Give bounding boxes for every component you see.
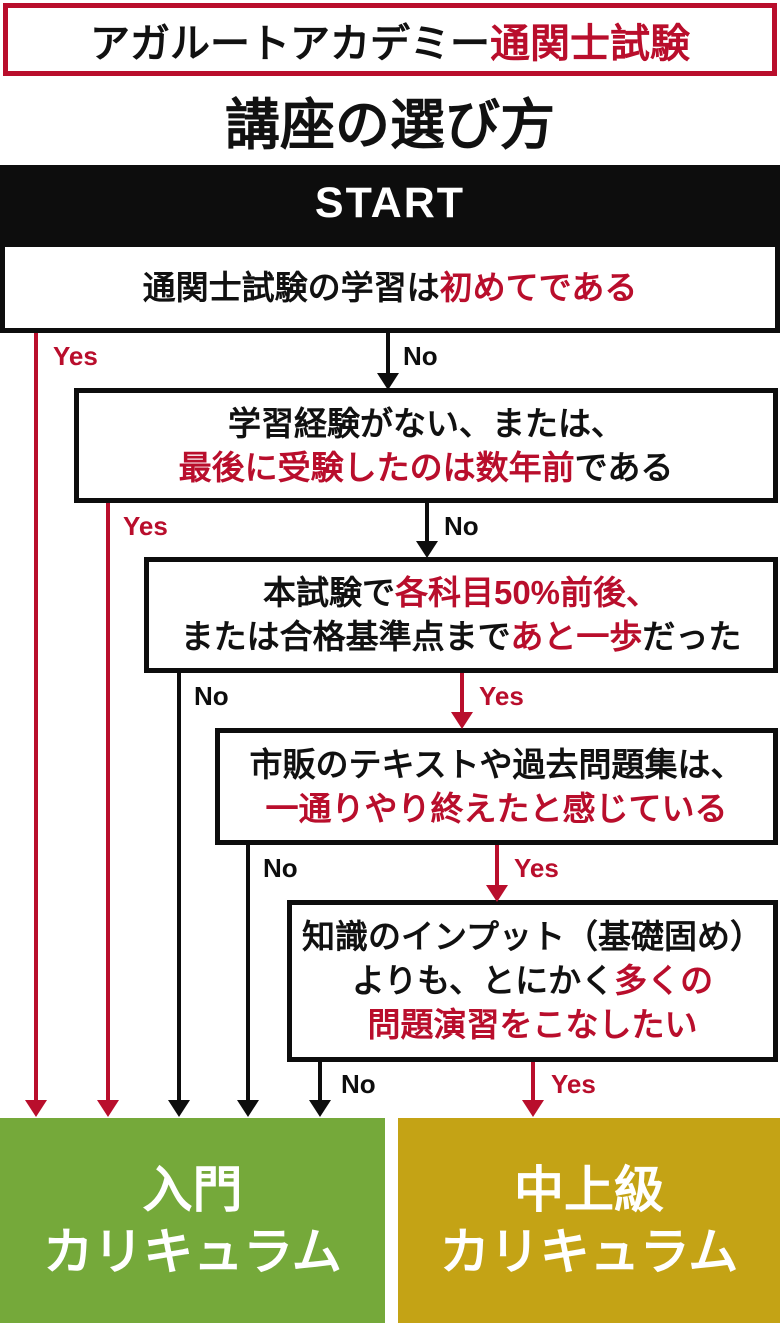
arrowhead-yes-q3 <box>451 712 473 729</box>
question-text-line: 知識のインプット（基礎固め） <box>301 918 763 955</box>
arrowhead-no-q3 <box>168 1100 190 1117</box>
arrowhead-no-q5 <box>309 1100 331 1117</box>
branch-label-yes-q5: Yes <box>551 1069 596 1099</box>
arrowhead-no-q1 <box>377 373 399 390</box>
question-box-1: 通関士試験の学習は初めてである <box>0 242 780 333</box>
branch-label-no-q4: No <box>263 853 298 883</box>
exam-name: 通関士試験 <box>490 21 690 66</box>
arrow-line-no-q3 <box>177 673 181 1102</box>
branch-label-yes-q2: Yes <box>123 511 168 541</box>
question-box-5: 知識のインプット（基礎固め） よりも、とにかく多くの問題演習をこなしたい <box>287 900 778 1062</box>
arrow-line-yes-q3 <box>460 673 464 714</box>
question-box-2: 学習経験がない、または、最後に受験したのは数年前である <box>74 388 778 503</box>
branch-label-yes-q1: Yes <box>53 341 98 371</box>
arrow-line-yes-q5 <box>531 1062 535 1102</box>
question-text-line: 問題演習をこなしたい <box>367 1006 698 1043</box>
question-text-line: よりも、とにかく多くの <box>351 962 714 999</box>
arrow-line-yes-q1 <box>34 333 38 1102</box>
branch-label-yes-q4: Yes <box>514 853 559 883</box>
arrow-line-yes-q2 <box>106 503 110 1102</box>
question-text-line: 本試験で各科目50%前後、 <box>262 574 660 611</box>
question-text-line: または合格基準点まであと一歩だった <box>180 618 742 655</box>
result-line: カリキュラム <box>439 1223 739 1280</box>
question-text-line: 通関士試験の学習は初めてである <box>142 268 638 306</box>
arrow-line-no-q1 <box>386 333 390 375</box>
start-bar: START <box>0 165 780 242</box>
question-box-4: 市販のテキストや過去問題集は、一通りやり終えたと感じている <box>215 728 778 845</box>
arrowhead-yes-q4 <box>486 885 508 902</box>
branch-label-no-q2: No <box>444 511 479 541</box>
arrowhead-no-q4 <box>237 1100 259 1117</box>
start-label: START <box>314 179 466 227</box>
question-text-line: 一通りやり終えたと感じている <box>265 789 728 827</box>
page-title: 講座の選び方 <box>224 94 555 156</box>
arrow-line-no-q2 <box>425 503 429 543</box>
arrowhead-yes-q1 <box>25 1100 47 1117</box>
result-line: カリキュラム <box>43 1223 342 1280</box>
branch-label-no-q3: No <box>194 681 229 711</box>
arrowhead-yes-q5 <box>522 1100 544 1117</box>
question-box-3: 本試験で各科目50%前後、または合格基準点まであと一歩だった <box>144 557 778 673</box>
arrow-line-yes-q4 <box>495 845 499 887</box>
arrowhead-no-q2 <box>416 541 438 558</box>
question-text-line: 最後に受験したのは数年前である <box>178 448 674 486</box>
arrow-line-no-q5 <box>318 1062 322 1102</box>
question-text-line: 市販のテキストや過去問題集は、 <box>249 745 744 783</box>
result-line: 中上級 <box>514 1161 664 1218</box>
question-text-line: 学習経験がない、または、 <box>228 404 624 442</box>
header-banner: アガルートアカデミー通関士試験 <box>3 3 777 76</box>
result-box-beginner-curriculum: 入門 カリキュラム <box>0 1118 385 1323</box>
branch-label-no-q1: No <box>403 341 438 371</box>
branch-label-yes-q3: Yes <box>479 681 524 711</box>
brand-name: アガルートアカデミー <box>90 21 490 66</box>
branch-label-no-q5: No <box>341 1069 376 1099</box>
result-box-intermediate-advanced-curriculum: 中上級 カリキュラム <box>398 1118 780 1323</box>
arrow-line-no-q4 <box>246 845 250 1102</box>
arrowhead-yes-q2 <box>97 1100 119 1117</box>
result-line: 入門 <box>142 1161 243 1218</box>
